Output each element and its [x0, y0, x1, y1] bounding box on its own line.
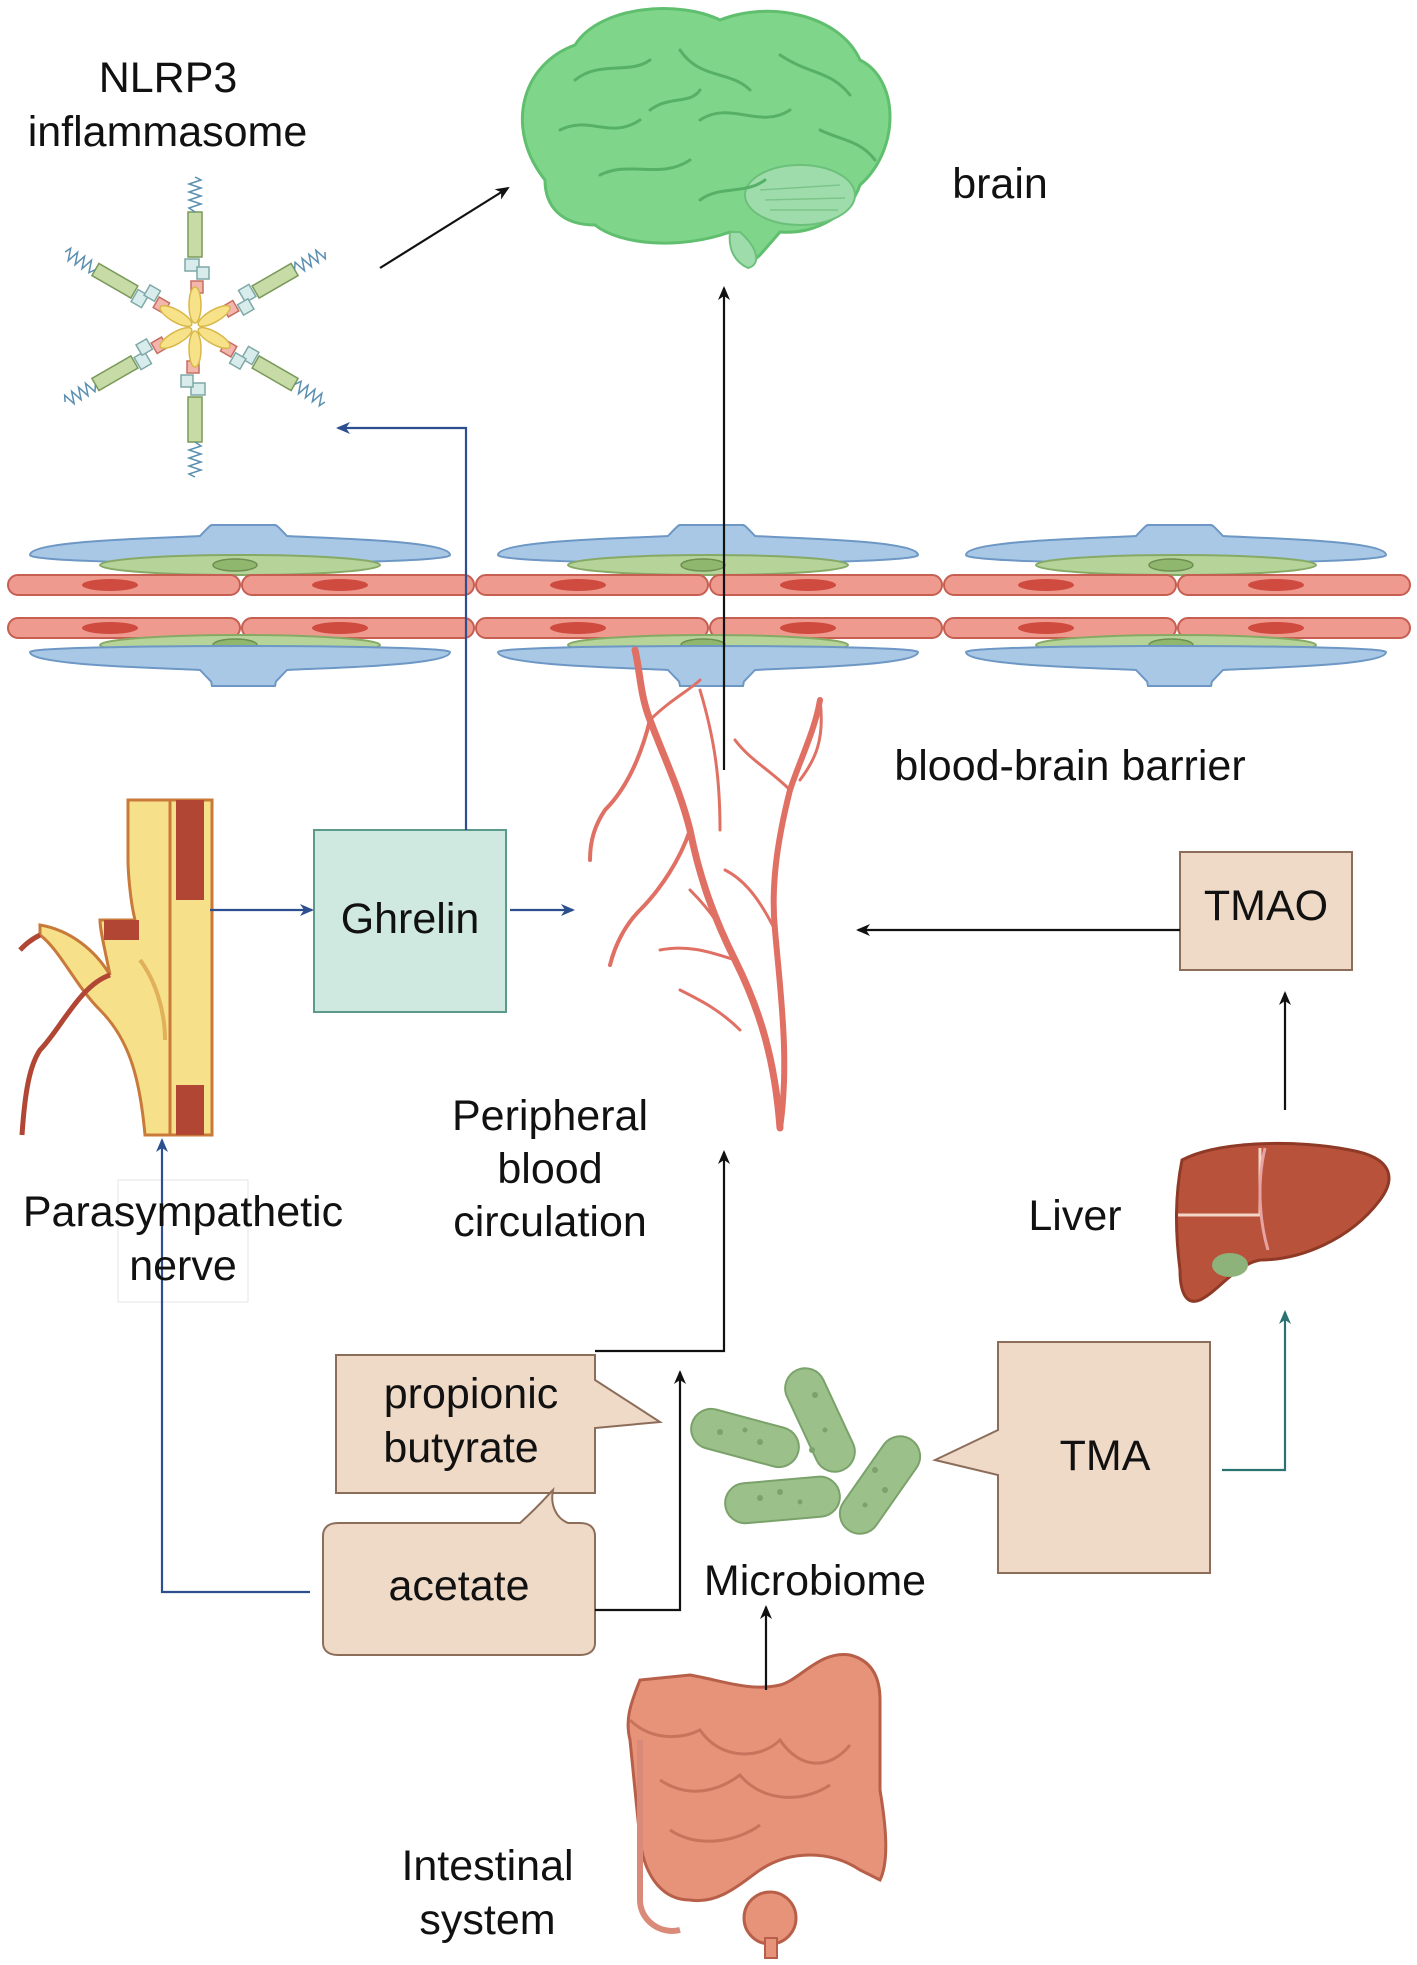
- propionic-label: propionic: [383, 1370, 559, 1418]
- liver-label: Liver: [1028, 1192, 1122, 1240]
- blood-vessels-icon: [588, 646, 823, 1132]
- nerve-label-bg: [117, 1179, 249, 1303]
- acetate-label: acetate: [388, 1562, 530, 1610]
- arrow-acetate-to-nerve: [156, 1138, 310, 1594]
- liver-icon: [1174, 1141, 1391, 1303]
- ghrelin-box: [313, 829, 507, 1013]
- nerve-label: nerve: [129, 1242, 237, 1290]
- blood-brain-barrier-icon: [7, 524, 1411, 687]
- system-label: system: [419, 1896, 556, 1944]
- propionic-butyrate-callout: [335, 1354, 663, 1494]
- brain-icon: [521, 7, 892, 270]
- bacteria-icon: [690, 1367, 922, 1535]
- nlrp3-label: NLRP3: [98, 54, 238, 102]
- circulation-label: circulation: [453, 1198, 647, 1246]
- blood-label: blood: [497, 1145, 603, 1193]
- brain-label: brain: [952, 160, 1048, 208]
- butyrate-label: butyrate: [383, 1424, 539, 1472]
- arrow-acetate-to-circulation: [595, 1370, 686, 1612]
- peripheral-label: Peripheral: [452, 1092, 648, 1140]
- arrow-ghrelin-to-inflammasome: [336, 422, 468, 830]
- arrow-tma-to-liver: [1222, 1310, 1291, 1472]
- arrow-inflammasome-to-brain: [379, 186, 510, 269]
- intestinal-label: Intestinal: [401, 1842, 574, 1890]
- inflammasome-icon: [57, 176, 333, 478]
- parasympathetic-label: Parasympathetic: [22, 1188, 344, 1236]
- ghrelin-label: Ghrelin: [340, 895, 480, 943]
- arrow-propionic-to-circulation: [595, 1150, 730, 1353]
- nerve-icon: [18, 798, 214, 1137]
- bbb-label: blood-brain barrier: [894, 742, 1246, 790]
- acetate-callout: [322, 1486, 596, 1656]
- inflammasome-label: inflammasome: [27, 108, 308, 156]
- tma-callout: [932, 1341, 1211, 1574]
- microbiome-label-bg: [696, 1538, 901, 1628]
- tmao-label: TMAO: [1203, 882, 1329, 930]
- tmao-box: [1179, 851, 1353, 971]
- tma-label: TMA: [1059, 1432, 1151, 1480]
- intestine-icon: [626, 1652, 888, 1959]
- microbiome-label: Microbiome: [703, 1557, 927, 1605]
